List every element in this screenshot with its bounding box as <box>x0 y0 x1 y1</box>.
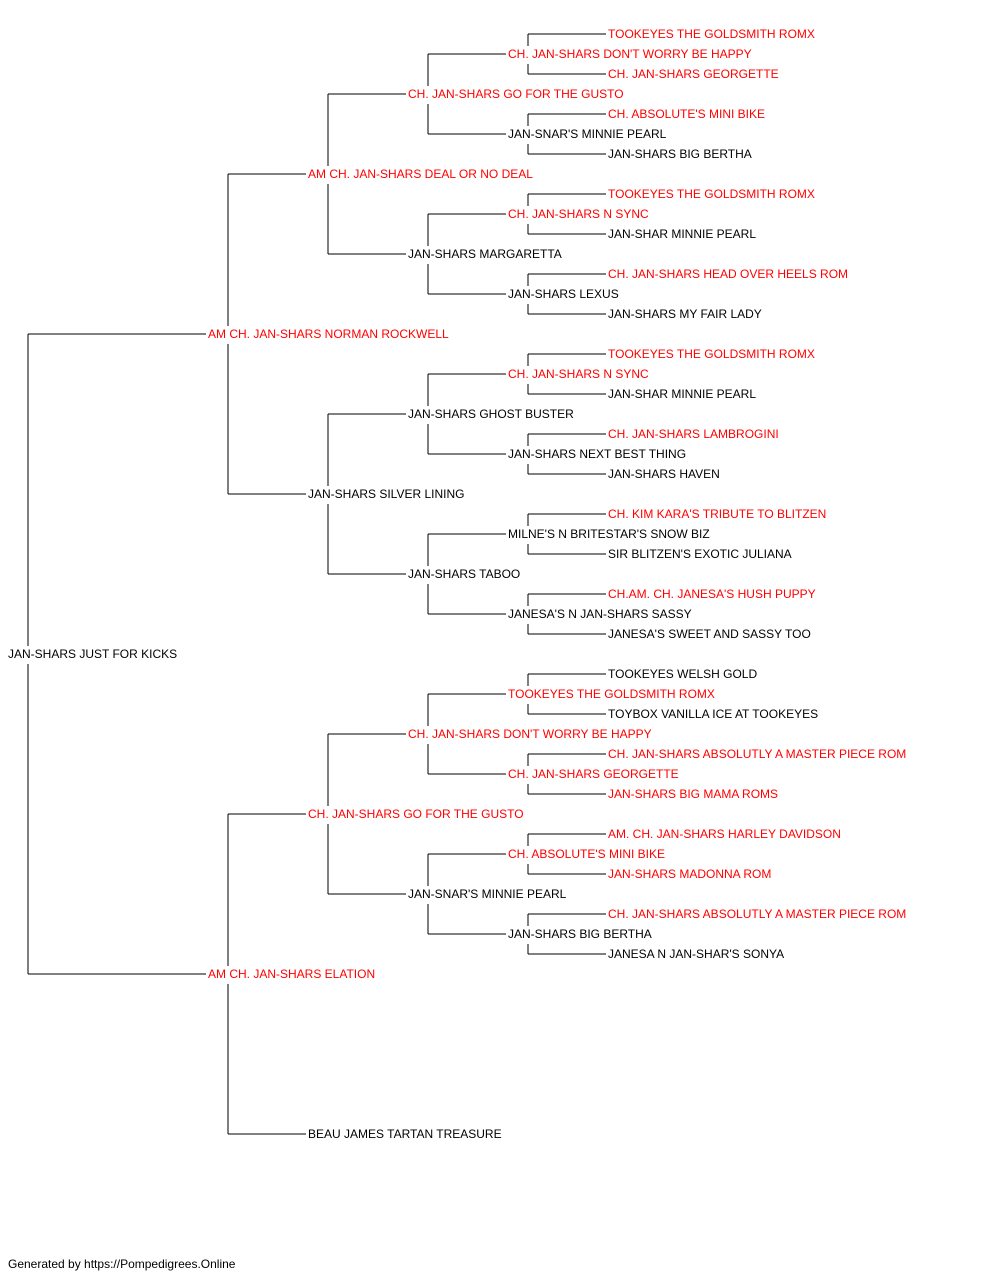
pedigree-node-gen-1: AM CH. JAN-SHARS ELATION <box>206 967 378 981</box>
pedigree-node-gen-4: JAN-SHARS NEXT BEST THING <box>506 447 689 461</box>
pedigree-node-gen-3: JAN-SHARS MARGARETTA <box>406 247 564 261</box>
pedigree-node-gen-5: JAN-SHAR MINNIE PEARL <box>606 387 759 401</box>
pedigree-node-gen-4: JANESA'S N JAN-SHARS SASSY <box>506 607 694 621</box>
pedigree-node-gen-3: JAN-SHARS GHOST BUSTER <box>406 407 576 421</box>
pedigree-node-gen-4: CH. ABSOLUTE'S MINI BIKE <box>506 847 667 861</box>
pedigree-node-gen-0: JAN-SHARS JUST FOR KICKS <box>6 647 180 661</box>
pedigree-node-gen-5: JAN-SHARS BIG MAMA ROMS <box>606 787 781 801</box>
pedigree-node-gen-5: JAN-SHARS BIG BERTHA <box>606 147 754 161</box>
pedigree-node-gen-5: CH. JAN-SHARS GEORGETTE <box>606 67 781 81</box>
pedigree-node-gen-5: TOOKEYES THE GOLDSMITH ROMX <box>606 187 817 201</box>
pedigree-node-gen-5: TOOKEYES WELSH GOLD <box>606 667 760 681</box>
pedigree-node-gen-4: MILNE'S N BRITESTAR'S SNOW BIZ <box>506 527 712 541</box>
pedigree-node-gen-5: TOOKEYES THE GOLDSMITH ROMX <box>606 27 817 41</box>
pedigree-node-gen-4: CH. JAN-SHARS N SYNC <box>506 367 651 381</box>
pedigree-node-gen-5: JANESA'S SWEET AND SASSY TOO <box>606 627 813 641</box>
pedigree-node-gen-5: JAN-SHARS MY FAIR LADY <box>606 307 764 321</box>
pedigree-node-gen-5: JAN-SHARS HAVEN <box>606 467 722 481</box>
pedigree-node-gen-3: JAN-SNAR'S MINNIE PEARL <box>406 887 569 901</box>
pedigree-node-gen-5: CH. KIM KARA'S TRIBUTE TO BLITZEN <box>606 507 829 521</box>
pedigree-node-gen-5: CH. JAN-SHARS ABSOLUTLY A MASTER PIECE R… <box>606 747 909 761</box>
pedigree-node-gen-3: JAN-SHARS TABOO <box>406 567 523 581</box>
footer-credit: Generated by https://Pompedigrees.Online <box>8 1257 236 1271</box>
pedigree-node-gen-5: CH.AM. CH. JANESA'S HUSH PUPPY <box>606 587 818 601</box>
pedigree-node-gen-4: JAN-SHARS BIG BERTHA <box>506 927 654 941</box>
pedigree-node-gen-4: TOOKEYES THE GOLDSMITH ROMX <box>506 687 717 701</box>
pedigree-node-gen-5: CH. ABSOLUTE'S MINI BIKE <box>606 107 767 121</box>
pedigree-node-gen-5: JANESA N JAN-SHAR'S SONYA <box>606 947 787 961</box>
pedigree-node-gen-5: JAN-SHAR MINNIE PEARL <box>606 227 759 241</box>
pedigree-node-gen-5: CH. JAN-SHARS LAMBROGINI <box>606 427 781 441</box>
pedigree-node-gen-4: CH. JAN-SHARS DON'T WORRY BE HAPPY <box>506 47 754 61</box>
pedigree-node-gen-2: CH. JAN-SHARS GO FOR THE GUSTO <box>306 807 526 821</box>
pedigree-node-gen-5: CH. JAN-SHARS HEAD OVER HEELS ROM <box>606 267 851 281</box>
pedigree-node-gen-5: AM. CH. JAN-SHARS HARLEY DAVIDSON <box>606 827 843 841</box>
pedigree-node-gen-5: CH. JAN-SHARS ABSOLUTLY A MASTER PIECE R… <box>606 907 909 921</box>
pedigree-node-gen-5: SIR BLITZEN'S EXOTIC JULIANA <box>606 547 794 561</box>
pedigree-node-gen-4: JAN-SNAR'S MINNIE PEARL <box>506 127 669 141</box>
pedigree-node-gen-5: TOOKEYES THE GOLDSMITH ROMX <box>606 347 817 361</box>
pedigree-node-gen-3: CH. JAN-SHARS GO FOR THE GUSTO <box>406 87 626 101</box>
pedigree-node-gen-2: JAN-SHARS SILVER LINING <box>306 487 467 501</box>
pedigree-node-gen-2: AM CH. JAN-SHARS DEAL OR NO DEAL <box>306 167 535 181</box>
pedigree-node-gen-5: JAN-SHARS MADONNA ROM <box>606 867 774 881</box>
pedigree-node-gen-4: CH. JAN-SHARS GEORGETTE <box>506 767 681 781</box>
pedigree-node-gen-1: AM CH. JAN-SHARS NORMAN ROCKWELL <box>206 327 451 341</box>
pedigree-node-gen-2: BEAU JAMES TARTAN TREASURE <box>306 1127 504 1141</box>
pedigree-node-gen-5: TOYBOX VANILLA ICE AT TOOKEYES <box>606 707 821 721</box>
pedigree-node-gen-4: CH. JAN-SHARS N SYNC <box>506 207 651 221</box>
pedigree-node-gen-4: JAN-SHARS LEXUS <box>506 287 621 301</box>
pedigree-node-gen-3: CH. JAN-SHARS DON'T WORRY BE HAPPY <box>406 727 654 741</box>
